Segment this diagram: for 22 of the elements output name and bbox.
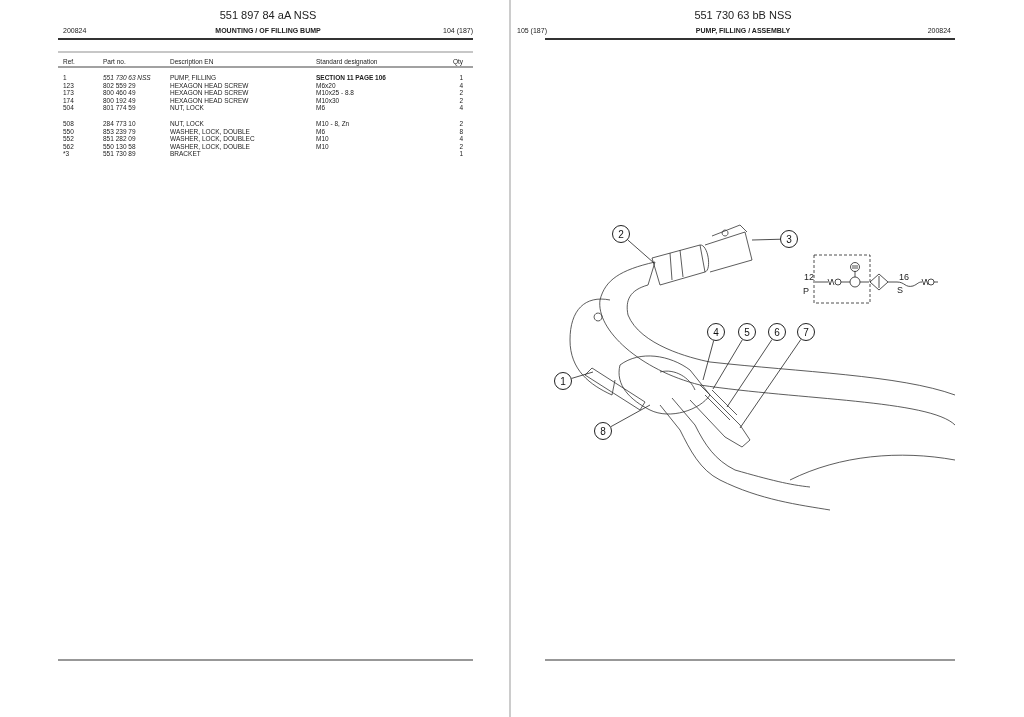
- leader-line: [702, 340, 715, 381]
- callout-number: 4: [707, 323, 725, 341]
- leader-line: [571, 371, 594, 379]
- leader-line: [712, 339, 743, 390]
- callout-number: 8: [594, 422, 612, 440]
- port-label: S: [897, 286, 903, 295]
- leader-line: [751, 238, 781, 241]
- document-number: 551 730 63 bB NSS: [694, 10, 792, 21]
- port-label: 16: [899, 273, 909, 282]
- port-label: P: [803, 287, 809, 296]
- callout-number: 1: [554, 372, 572, 390]
- callout-number: 6: [768, 323, 786, 341]
- leader-line: [726, 339, 773, 408]
- callout-number: 3: [780, 230, 798, 248]
- callout-number: 5: [738, 323, 756, 341]
- leader-line: [610, 404, 651, 428]
- callout-number: 2: [612, 225, 630, 243]
- port-label: 12: [804, 273, 814, 282]
- leader-line: [739, 339, 802, 429]
- document-number: 551 897 84 aA NSS: [219, 10, 317, 21]
- leader-line: [627, 239, 655, 264]
- callout-number: 7: [797, 323, 815, 341]
